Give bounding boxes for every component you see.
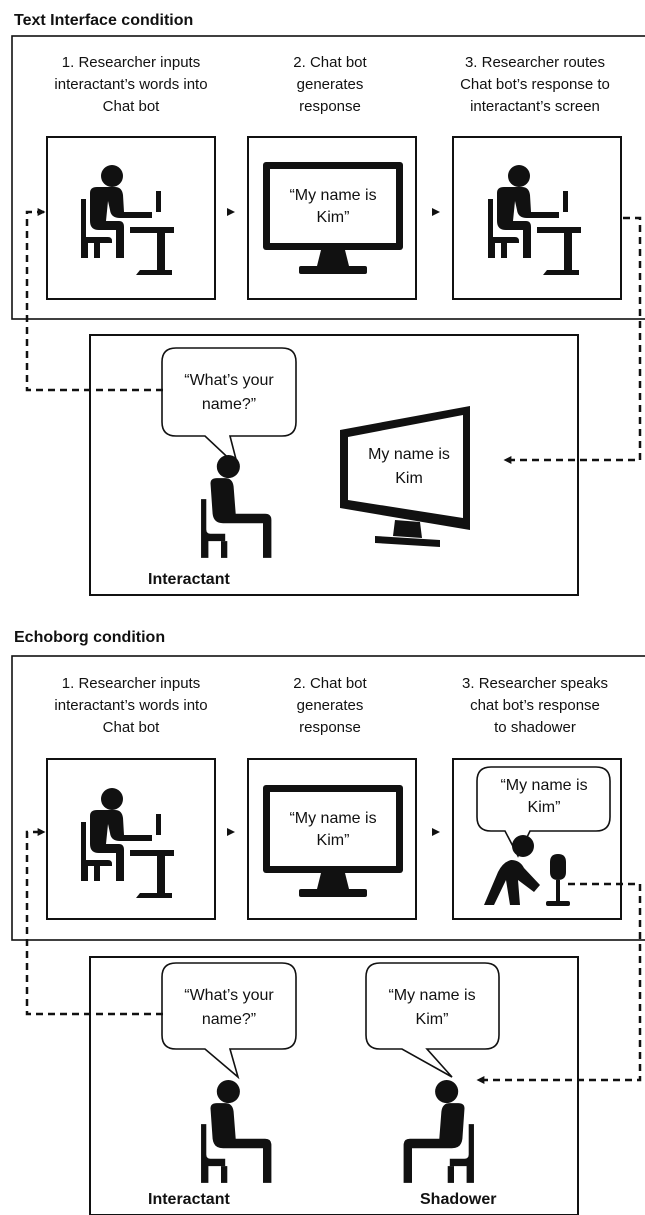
echoborg-interactant-speech-bubble: [161, 962, 297, 1080]
researcher-to-screen-arrow: [503, 216, 642, 465]
echoborg-step-2-to-3-arrow: [432, 828, 440, 836]
echoborg-steps-frame: [11, 655, 645, 941]
chatbot-monitor-icon: [263, 162, 403, 274]
interactant-screen-icon: [340, 406, 470, 547]
step-1-to-2-arrow: [227, 208, 235, 216]
shadower-speech-bubble: [365, 962, 500, 1078]
section-title-text-interface: Text Interface condition: [14, 12, 193, 29]
echoborg-chatbot-monitor-icon: [263, 785, 403, 897]
researcher-to-shadower-arrow: [476, 882, 642, 1085]
researcher-speaking-icon: [484, 835, 540, 905]
step-2-to-3-arrow: [432, 208, 440, 216]
shadower-label: Shadower: [420, 1191, 496, 1208]
interactant-speech-bubble: [161, 347, 297, 470]
interactant-label: Interactant: [148, 571, 230, 588]
section-title-echoborg: Echoborg condition: [14, 629, 165, 646]
microphone-icon: [546, 854, 570, 906]
echoborg-interactant-to-researcher-arrow: [25, 827, 163, 1016]
echoborg-step-1-to-2-arrow: [227, 828, 235, 836]
text-interface-steps-frame: [11, 35, 645, 320]
echoborg-interactant-label: Interactant: [148, 1191, 230, 1208]
